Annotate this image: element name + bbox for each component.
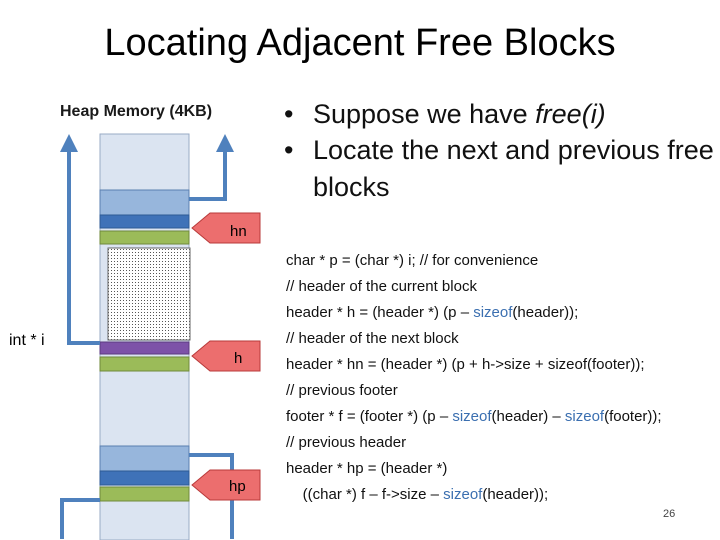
- code-line: char * p = (char *) i; // for convenienc…: [286, 252, 539, 269]
- allocated-region: [107, 247, 191, 341]
- page-number: 26: [663, 508, 676, 520]
- code-line: // previous header: [286, 434, 407, 451]
- slide-title: Locating Adjacent Free Blocks: [104, 22, 616, 64]
- heap-memory-label: Heap Memory (4KB): [60, 103, 213, 120]
- next-block-header-dark: [99, 214, 190, 229]
- prev-block-header-light: [99, 445, 190, 472]
- current-block-header: [99, 341, 190, 355]
- marker-hp: hp: [191, 469, 261, 501]
- marker-h-label: h: [234, 350, 242, 367]
- free-call: free(i): [535, 99, 606, 129]
- code-line: header * hp = (header *): [286, 460, 448, 477]
- marker-h: h: [191, 340, 261, 372]
- code-line: ((char *) f – f->size – sizeof(header));: [286, 486, 549, 503]
- marker-hn: hn: [191, 212, 261, 244]
- code-line: header * h = (header *) (p – sizeof(head…: [286, 304, 579, 321]
- arrow-up-icon: [60, 134, 78, 152]
- code-line: header * hn = (header *) (p + h->size + …: [286, 356, 645, 373]
- next-block-header-light: [99, 189, 190, 216]
- marker-hn-label: hn: [230, 223, 247, 240]
- pointer-label: int * i: [9, 332, 45, 349]
- code-line: // header of the next block: [286, 330, 459, 347]
- bullet-list: Suppose we have free(i) Locate the next …: [284, 96, 714, 205]
- code-line: // header of the current block: [286, 278, 477, 295]
- bullet-item: Locate the next and previous free blocks: [284, 132, 714, 205]
- right-pointer-arrows: [189, 150, 234, 539]
- arrow-up-icon: [216, 134, 234, 152]
- next-block-footer: [99, 230, 190, 245]
- current-block-footer: [99, 356, 190, 372]
- bullet-item: Suppose we have free(i): [284, 96, 714, 133]
- left-pointer-arrows: [60, 150, 100, 539]
- code-line: // previous footer: [286, 382, 398, 399]
- code-line: footer * f = (footer *) (p – sizeof(head…: [286, 408, 662, 425]
- prev-block-header-dark: [99, 470, 190, 486]
- marker-hp-label: hp: [229, 478, 246, 495]
- code-block: char * p = (char *) i; // for convenienc…: [286, 250, 718, 510]
- prev-block-footer: [99, 486, 190, 502]
